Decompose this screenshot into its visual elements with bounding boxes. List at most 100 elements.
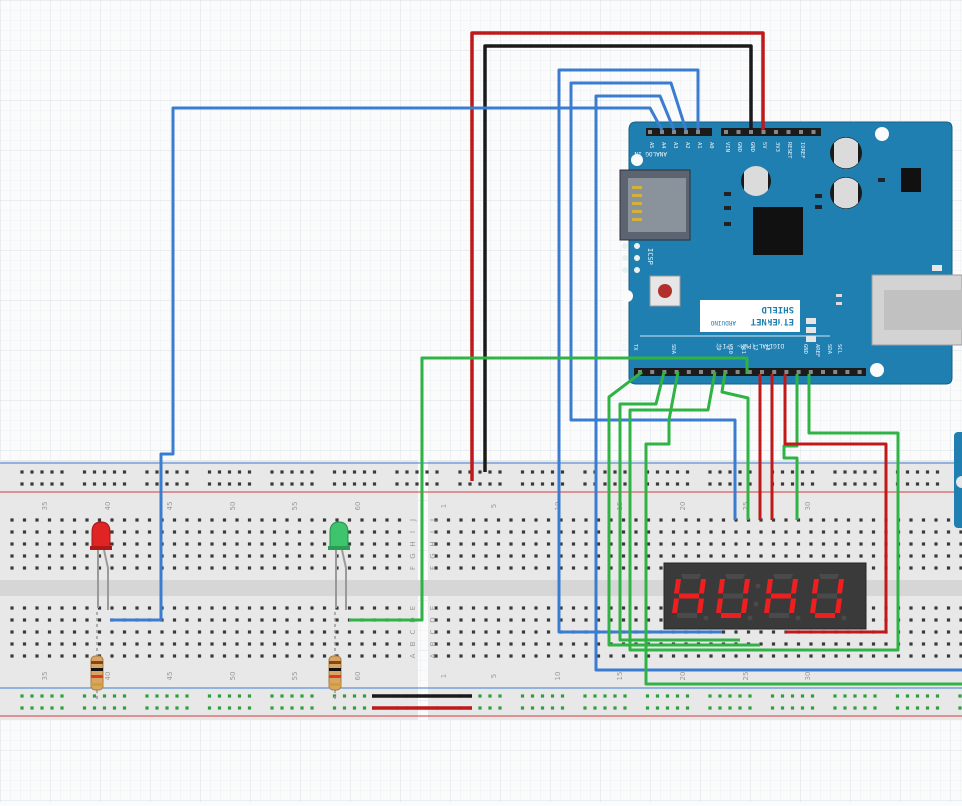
breadboard-hole [385,642,389,646]
row-letter: D [429,617,437,622]
breadboard-hole [247,694,252,698]
breadboard-hole [197,554,202,558]
breadboard-hole [759,642,763,646]
wire-a2-blue[interactable] [594,94,962,672]
breadboard-hole [520,706,525,710]
breadboard-hole [372,530,377,534]
red-led[interactable] [91,521,111,549]
breadboard-hole [92,482,97,486]
breadboard-hole [946,530,951,534]
breadboard-hole [853,482,857,486]
breadboard-hole [521,530,526,534]
breadboard-hole [235,530,239,534]
breadboard-hole [843,470,847,474]
header-pin [696,130,700,134]
wire-gnd-black[interactable] [483,44,753,472]
breadboard-hole [873,694,877,698]
breadboard-hole [780,482,785,486]
breadboard-hole [498,470,502,474]
breadboard-hole [227,482,232,486]
wire-green[interactable] [607,370,760,647]
seven-segment-display [663,562,867,630]
breadboard-hole [247,470,252,474]
breadboard-hole [935,694,940,698]
column-number: 50 [229,502,237,511]
breadboard-hole [35,554,39,558]
green-led[interactable] [329,521,349,549]
breadboard-hole [210,642,214,646]
board-name-line2: SHIELD [761,304,794,314]
reset-button-cap[interactable] [658,284,672,298]
breadboard-hole [925,482,930,486]
breadboard-hole [909,542,913,546]
breadboard-hole [521,630,526,634]
ethernet-shield: ICSP ETHERNET SHIELD ARDUINO [619,121,962,385]
breadboard-hole [623,470,627,474]
breadboard-hole [623,694,627,698]
breadboard-hole [155,470,159,474]
breadboard-hole [675,694,680,698]
breadboard-hole [571,618,576,622]
wire-d8-green[interactable] [349,356,749,622]
wire-green[interactable] [770,374,900,652]
breadboard-hole [520,482,525,486]
breadboard-hole [322,642,327,646]
voltage-regulator [901,168,921,192]
breadboard-hole [72,642,77,646]
breadboard-hole [235,566,239,570]
breadboard-hole [909,530,913,534]
segment-dp [841,615,847,621]
breadboard-hole [197,642,202,646]
breadboard-hole [227,706,232,710]
breadboard-hole [609,606,613,610]
breadboard-hole [659,566,663,570]
breadboard-hole [360,530,364,534]
breadboard-hole [322,530,327,534]
wire-green[interactable] [720,371,750,520]
breadboard-hole [297,606,302,610]
board-name-line1: ETHERNET [750,316,794,326]
wire-a0-blue[interactable] [557,68,722,634]
breadboard-hole [498,706,502,710]
header-pin [796,370,801,374]
wire-5v-red[interactable] [470,31,765,481]
resistor-green-led[interactable] [328,612,342,700]
breadboard-hole [859,530,863,534]
power-pin-label: VIN [724,142,730,152]
wire-green[interactable] [628,371,770,652]
breadboard-hole [247,618,252,622]
wire-a1-blue[interactable] [569,81,737,520]
breadboard-hole [946,630,951,634]
breadboard-hole [272,542,277,546]
breadboard-hole [207,706,212,710]
wire-green[interactable] [782,374,799,520]
breadboard-hole [270,482,274,486]
wire-a4-blue[interactable] [110,106,664,622]
breadboard-hole [659,618,663,622]
row-letter: J [409,519,417,522]
segment-g [723,593,743,599]
breadboard-hole [92,694,97,698]
breadboard-hole [905,694,910,698]
breadboard-hole [217,694,222,698]
row-letter: B [409,641,417,646]
wire-green[interactable] [618,371,740,642]
breadboard-hole [60,654,64,658]
breadboard-hole [385,566,389,570]
breadboard-hole [247,606,252,610]
breadboard-hole [227,470,232,474]
wire-green[interactable] [644,371,962,686]
breadboard-hole [135,530,139,534]
wire-red[interactable] [783,374,888,634]
breadboard-hole [285,606,289,610]
breadboard-hole [160,654,164,658]
segment-d [677,613,697,618]
breadboard-hole [559,518,563,522]
resistor-red-led[interactable] [90,612,104,700]
breadboard-hole [30,470,34,474]
breadboard-hole [509,654,513,658]
breadboard-hole [684,554,688,558]
breadboard-hole [290,470,294,474]
column-number: 45 [166,502,174,511]
